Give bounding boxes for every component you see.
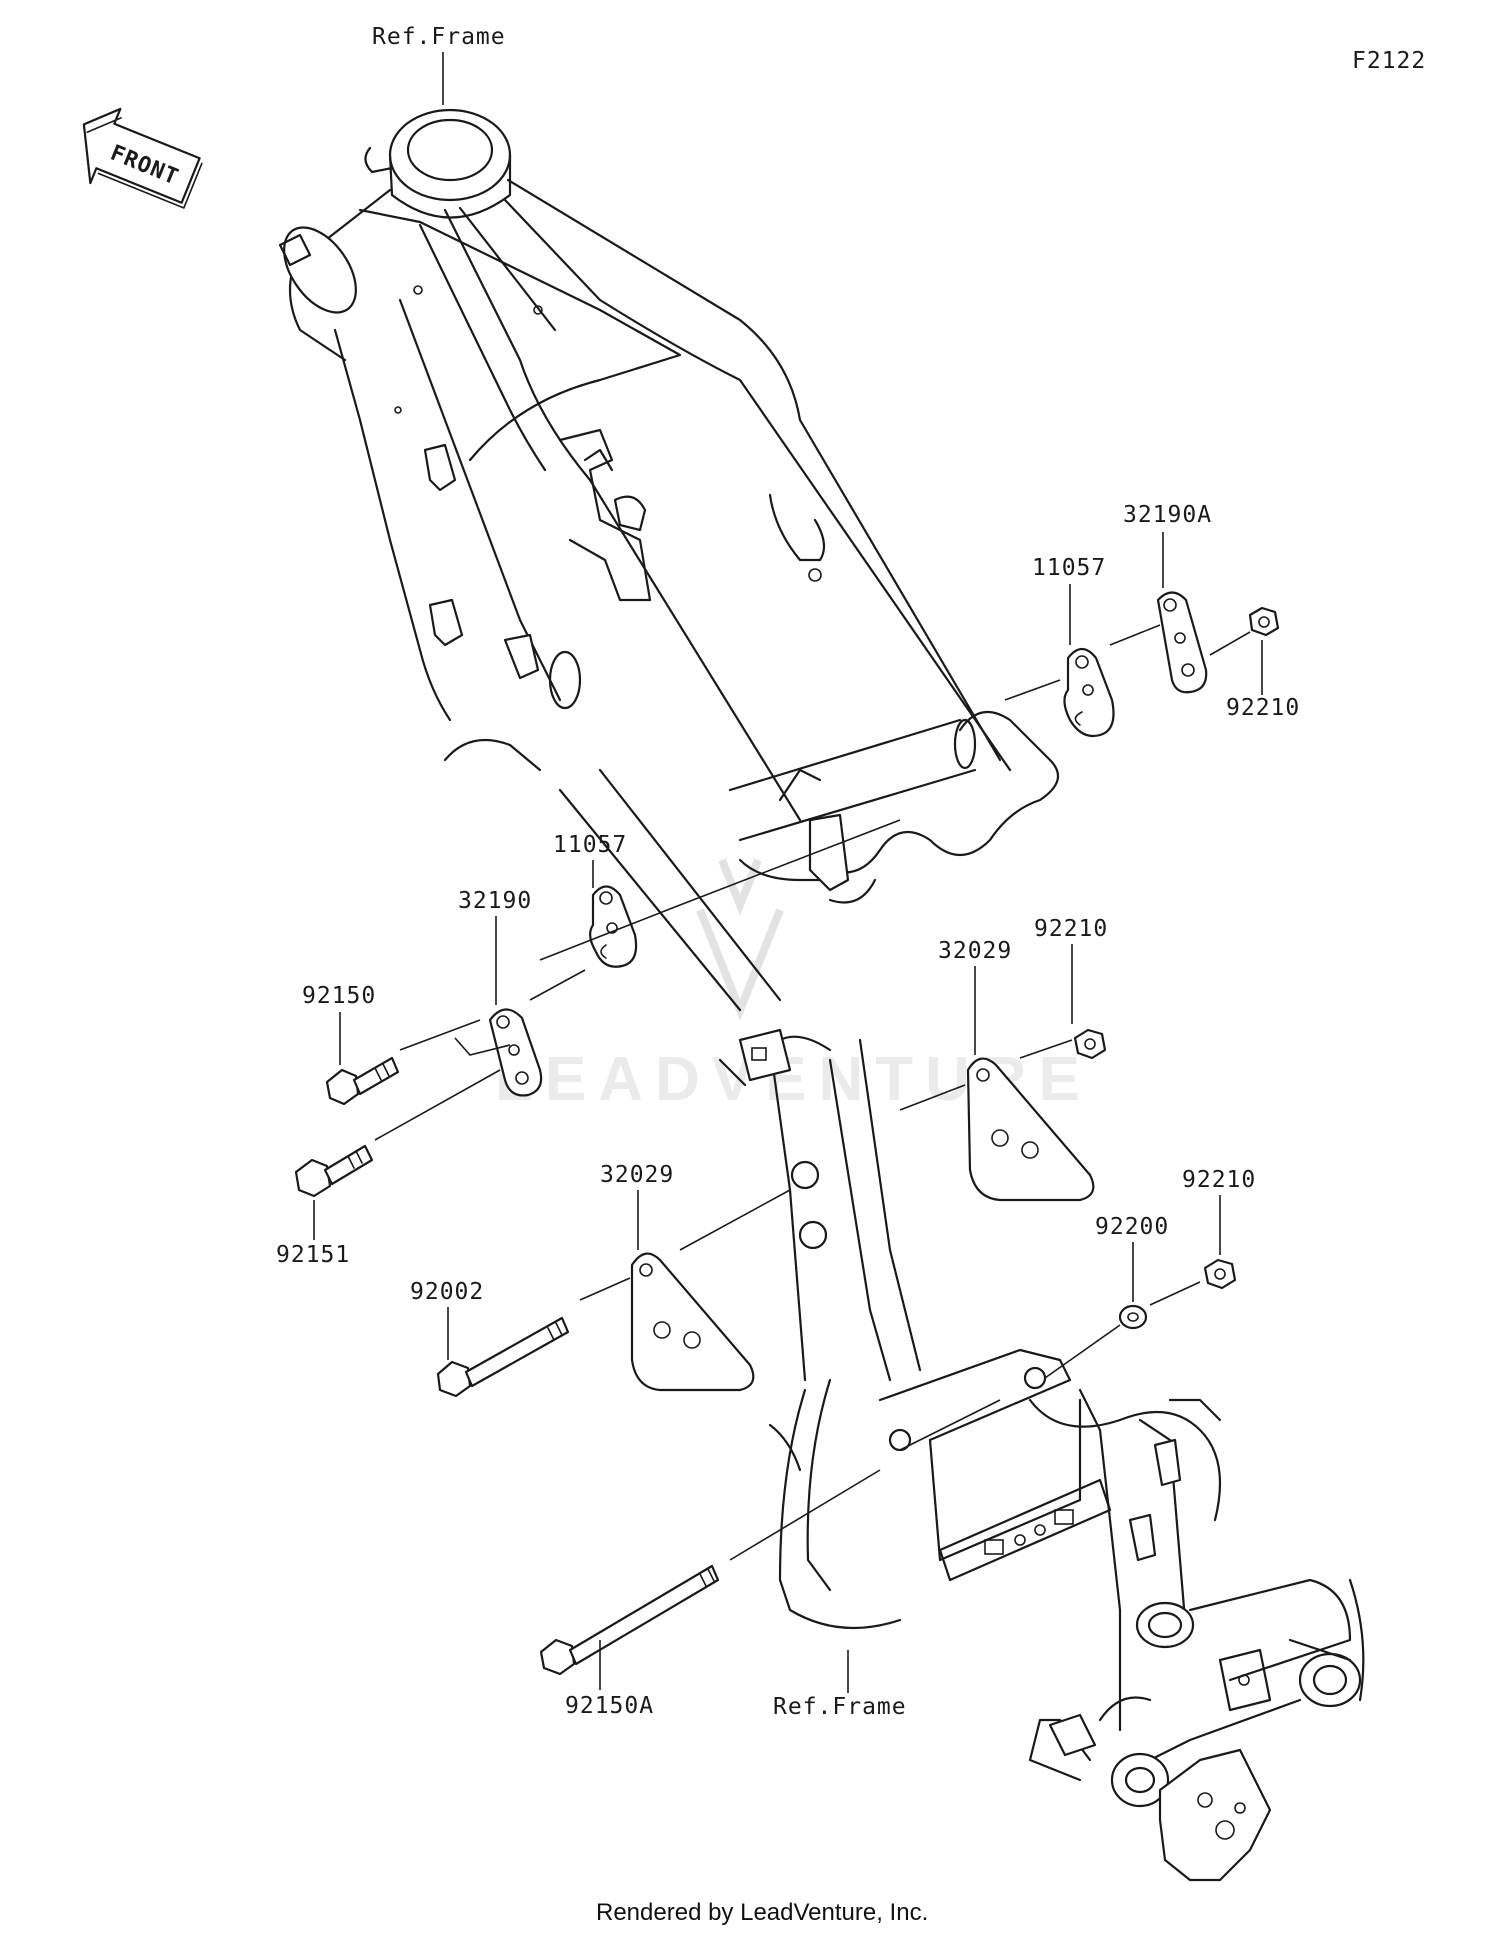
label-92200: 92200 xyxy=(1095,1214,1169,1240)
part-92002-bolt xyxy=(436,1316,570,1398)
part-92150-bolt xyxy=(325,1056,400,1106)
part-32190A xyxy=(1156,591,1208,694)
label-92150: 92150 xyxy=(302,983,376,1009)
part-92150A-bolt xyxy=(539,1564,720,1676)
footer-credit: Rendered by LeadVenture, Inc. xyxy=(596,1899,928,1926)
lower-frame xyxy=(718,1028,1365,1882)
part-32029-lower xyxy=(630,1252,755,1392)
label-92150A: 92150A xyxy=(565,1693,654,1719)
part-32190 xyxy=(488,1008,543,1097)
label-32190: 32190 xyxy=(458,888,532,914)
label-92210-mid: 92210 xyxy=(1034,916,1108,942)
part-11057-upper xyxy=(1063,647,1115,738)
upper-frame xyxy=(278,108,1060,1012)
part-92210-lower-nut xyxy=(1203,1258,1237,1290)
diagram-code: F2122 xyxy=(1352,48,1426,74)
label-92002: 92002 xyxy=(410,1279,484,1305)
part-11057-mid xyxy=(589,885,638,968)
front-arrow-icon: FRONT xyxy=(82,107,203,209)
label-11057-upper: 11057 xyxy=(1032,555,1106,581)
label-11057-mid: 11057 xyxy=(553,832,627,858)
label-32190A: 32190A xyxy=(1123,502,1212,528)
front-label: FRONT xyxy=(107,141,182,191)
part-92210-upper-nut xyxy=(1248,606,1280,637)
label-92210-lower: 92210 xyxy=(1182,1167,1256,1193)
label-32029-upper: 32029 xyxy=(938,938,1012,964)
label-92151: 92151 xyxy=(276,1242,350,1268)
part-92151-bolt xyxy=(294,1144,374,1198)
ref-frame-top-label: Ref.Frame xyxy=(372,24,506,50)
part-92210-mid-nut xyxy=(1073,1028,1107,1060)
label-92210-upper: 92210 xyxy=(1226,695,1300,721)
part-92200-washer xyxy=(1118,1304,1148,1330)
ref-frame-bottom-label: Ref.Frame xyxy=(773,1694,907,1720)
part-32029-upper xyxy=(966,1057,1095,1202)
label-32029-lower: 32029 xyxy=(600,1162,674,1188)
